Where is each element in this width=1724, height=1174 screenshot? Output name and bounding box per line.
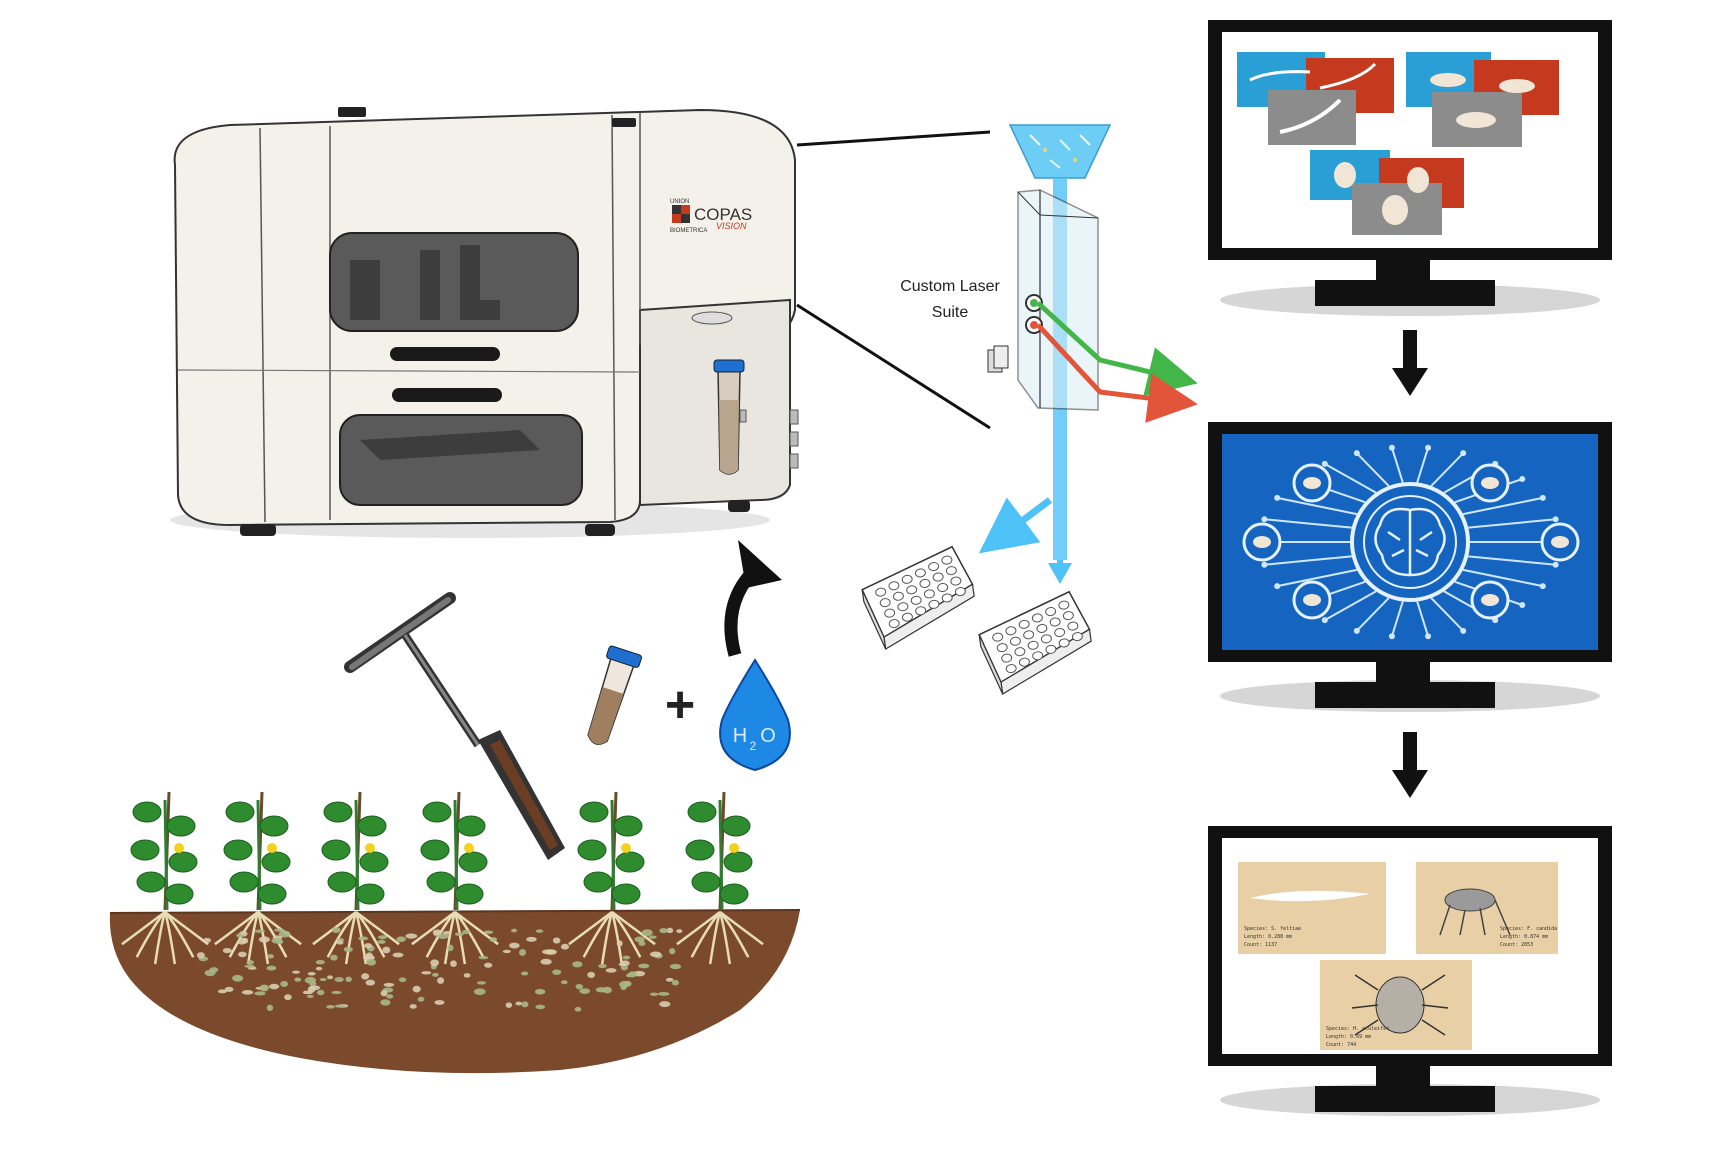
card2-count: Count: 2053 bbox=[1500, 942, 1533, 948]
springtail-images bbox=[1406, 52, 1559, 147]
card3-length: Length: 0.69 mm bbox=[1326, 1034, 1371, 1040]
red-laser-beam bbox=[1036, 323, 1198, 423]
flow-cell bbox=[1017, 189, 1099, 411]
arrow-down-1 bbox=[1392, 330, 1428, 396]
water-drop-icon: H 2 O bbox=[719, 658, 791, 772]
laser-label-line1: Custom Laser bbox=[900, 278, 1000, 295]
water-formula-2: 2 bbox=[750, 739, 757, 753]
result-card-mite: Species: H. aculeifer Length: 0.69 mm Co… bbox=[1320, 960, 1472, 1050]
card3-species: Species: H. aculeifer bbox=[1326, 1026, 1389, 1032]
worm-images bbox=[1237, 52, 1394, 145]
plant-4 bbox=[420, 791, 488, 911]
card1-species: Species: S. feltiae bbox=[1244, 926, 1301, 932]
card1-length: Length: 0.288 mm bbox=[1244, 934, 1292, 940]
sorted-stream-left bbox=[978, 497, 1053, 554]
card2-length: Length: 0.874 mm bbox=[1500, 934, 1548, 940]
plus-symbol: + bbox=[665, 676, 695, 734]
card2-species: Species: F. candida bbox=[1500, 926, 1557, 932]
plant-1 bbox=[130, 791, 198, 911]
laser-emitters bbox=[987, 294, 1043, 373]
water-formula-h: H bbox=[733, 725, 747, 747]
soil-corer-tool bbox=[344, 592, 565, 860]
plant-5 bbox=[577, 791, 645, 911]
plant-6 bbox=[685, 791, 753, 911]
well-plate-left bbox=[861, 545, 975, 650]
product-name: COPAS bbox=[694, 205, 752, 224]
plant-3 bbox=[321, 791, 389, 911]
sample-tube bbox=[587, 645, 642, 745]
product-sub: VISION bbox=[716, 221, 747, 231]
laser-label-line2: Suite bbox=[932, 304, 969, 321]
brain-icon bbox=[1374, 507, 1446, 577]
arrow-down-2 bbox=[1392, 732, 1428, 798]
funnel bbox=[1008, 124, 1112, 179]
monitor-results: Species: S. feltiae Length: 0.288 mm Cou… bbox=[1208, 826, 1612, 1116]
monitor-ai-classification bbox=[1208, 422, 1612, 712]
brand-biometrica-text: BIOMETRICA bbox=[670, 228, 707, 234]
water-formula-o: O bbox=[760, 725, 776, 747]
mite-images bbox=[1310, 150, 1464, 235]
instrument-sample-tube bbox=[713, 359, 799, 475]
brand-union-text: UNION bbox=[670, 199, 689, 205]
lower-window bbox=[339, 414, 583, 506]
upper-window bbox=[329, 232, 579, 332]
result-card-nematode: Species: S. feltiae Length: 0.288 mm Cou… bbox=[1238, 862, 1386, 954]
callout-line-top bbox=[796, 130, 991, 147]
callout-line-bottom bbox=[796, 303, 991, 430]
copas-logo: UNION BIOMETRICA COPAS VISION bbox=[670, 199, 752, 234]
soil-section bbox=[109, 791, 801, 1074]
copas-instrument: UNION BIOMETRICA COPAS VISION bbox=[170, 107, 799, 538]
monitor-image-capture bbox=[1208, 20, 1612, 316]
well-plate-right bbox=[978, 590, 1092, 695]
card3-count: Count: 744 bbox=[1326, 1042, 1356, 1048]
curved-arrow-up bbox=[724, 540, 782, 657]
card1-count: Count: 1137 bbox=[1244, 942, 1277, 948]
result-card-springtail: Species: F. candida Length: 0.874 mm Cou… bbox=[1416, 862, 1558, 954]
plant-2 bbox=[223, 791, 291, 911]
